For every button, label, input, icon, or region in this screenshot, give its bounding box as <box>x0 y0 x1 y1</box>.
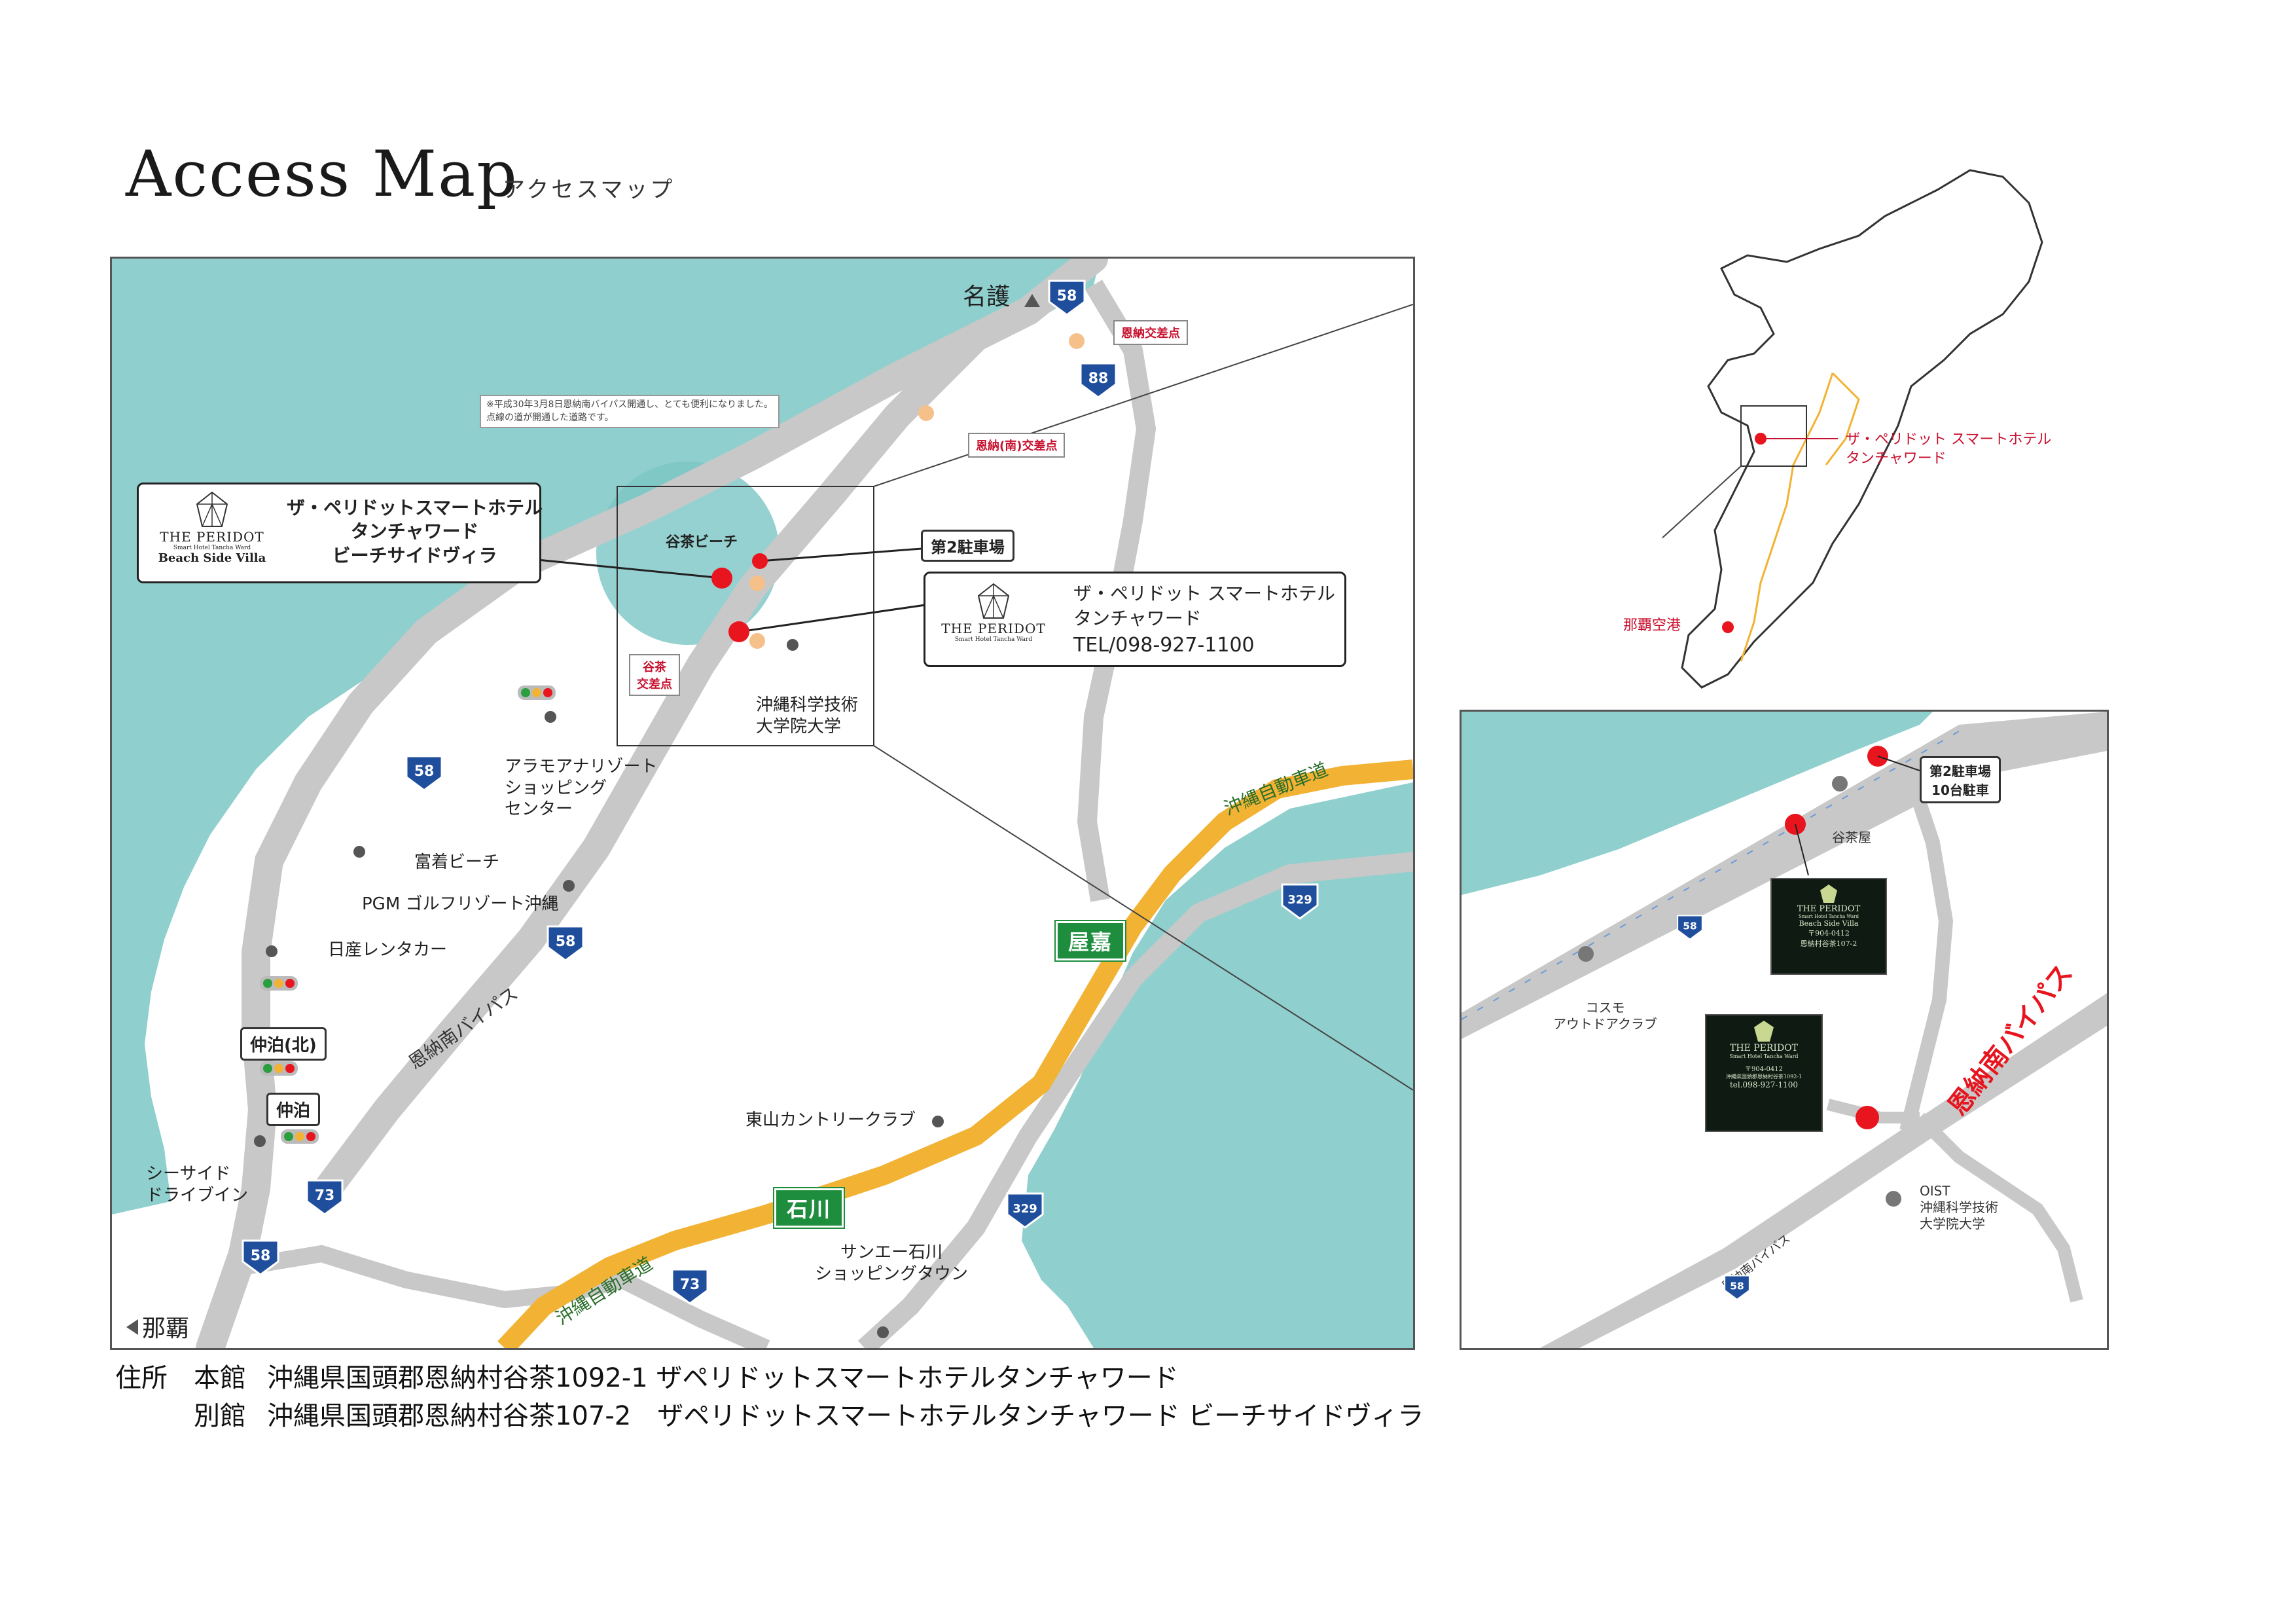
main-map[interactable]: 名護 那覇 谷茶ビーチ 沖縄科学技術 大学院大学 アラモアナリゾート ショッピン… <box>110 257 1415 1350</box>
sign-ishikawa: 石川 <box>772 1187 846 1229</box>
parking2-marker <box>752 553 768 569</box>
address-row-main: 住所 本館 沖縄県国頭郡恩納村谷茶1092-1 ザペリドットスマートホテルタンチ… <box>115 1359 1424 1397</box>
traffic-light-1 <box>518 685 556 700</box>
address-type: 別館 <box>194 1401 246 1431</box>
place-tancha-beach: 谷茶ビーチ <box>666 534 738 551</box>
main-hotel-card: THE PERIDOT Smart Hotel Tancha Ward 〒904… <box>1705 1014 1823 1132</box>
intersection-nakadomari-north: 仲泊(北) <box>240 1027 327 1061</box>
villa-marker <box>711 568 732 589</box>
peridot-logo: THE PERIDOT Smart Hotel Tancha Ward Beac… <box>153 491 271 565</box>
peridot-logo: THE PERIDOT Smart Hotel Tancha Ward <box>935 583 1052 643</box>
island-hotel-label: ザ・ペリドット スマートホテル タンチャワード <box>1846 431 2052 467</box>
place-pgm: PGM ゴルフリゾート沖縄 <box>362 894 559 914</box>
villa-callout[interactable]: THE PERIDOT Smart Hotel Tancha Ward Beac… <box>137 483 543 583</box>
main-hotel-tel: TEL/098-927-1100 <box>1073 634 1255 657</box>
place-nissan: 日産レンタカー <box>328 940 448 960</box>
route-73-shield: 73 <box>670 1267 710 1305</box>
place-aramoana: アラモアナリゾート ショッピング センター <box>505 757 658 819</box>
address-text: 沖縄県国頭郡恩納村谷茶1092-1 ザペリドットスマートホテルタンチャワード <box>267 1363 1179 1393</box>
address-type: 本館 <box>194 1363 246 1393</box>
detail-oist: OIST 沖縄科学技術 大学院大学 <box>1920 1183 1998 1231</box>
main-hotel-name: ザ・ペリドット スマートホテル タンチャワード <box>1073 583 1336 629</box>
peridot-gem-icon <box>1820 884 1837 903</box>
okinawa-island-map: ザ・ペリドット スマートホテル タンチャワード 那覇空港 <box>1623 164 2121 714</box>
traffic-light-4 <box>281 1129 319 1144</box>
intersection-tancha: 谷茶 交差点 <box>629 654 680 696</box>
detail-tanchaya: 谷茶屋 <box>1832 830 1871 845</box>
detail-route-58-shield: 58 <box>1723 1274 1751 1301</box>
place-sanei: サンエー石川 ショッピングタウン <box>815 1243 969 1284</box>
place-higashiyama: 東山カントリークラブ <box>745 1110 916 1130</box>
traffic-light-2 <box>260 976 298 991</box>
sea-east <box>1022 782 1413 1348</box>
intersection-nakadomari: 仲泊 <box>266 1093 321 1126</box>
peridot-gem-icon <box>977 583 1010 619</box>
place-oist: 沖縄科学技術 大学院大学 <box>756 695 859 737</box>
address-row-annex: 別館 沖縄県国頭郡恩納村谷茶107-2 ザペリドットスマートホテルタンチャワード… <box>115 1397 1424 1435</box>
page-title: Access Map <box>126 137 518 211</box>
island-airport-label: 那覇空港 <box>1623 617 1681 634</box>
traffic-light-3 <box>260 1061 298 1076</box>
page-subtitle: アクセスマップ <box>503 177 675 203</box>
route-58-shield: 58 <box>404 754 444 792</box>
route-73-shield: 73 <box>304 1178 345 1216</box>
bypass-note: ※平成30年3月8日恩納南バイパス開通し、とても便利になりました。 点線の道が開… <box>480 395 780 429</box>
peridot-gem-icon <box>1754 1021 1774 1042</box>
address-label: 住所 <box>115 1363 168 1393</box>
address-block: 住所 本館 沖縄県国頭郡恩納村谷茶1092-1 ザペリドットスマートホテルタンチ… <box>115 1359 1424 1435</box>
detail-route-58-shield: 58 <box>1676 914 1704 941</box>
address-text: 沖縄県国頭郡恩納村谷茶107-2 ザペリドットスマートホテルタンチャワード ビー… <box>267 1401 1424 1431</box>
main-hotel-marker <box>728 621 749 642</box>
place-seaside: シーサイド ドライブイン <box>146 1164 249 1205</box>
route-329-shield: 329 <box>1280 882 1320 920</box>
route-58-shield: 58 <box>545 924 586 962</box>
main-hotel-callout[interactable]: THE PERIDOT Smart Hotel Tancha Ward ザ・ペリ… <box>924 572 1346 667</box>
island-outline <box>1662 169 2043 689</box>
detail-parking-label: 第2駐車場 10台駐車 <box>1920 756 2001 803</box>
villa-card: THE PERIDOT Smart Hotel Tancha Ward Beac… <box>1770 878 1887 975</box>
place-fucchaku: 富着ビーチ <box>414 852 500 872</box>
route-88-shield: 88 <box>1078 361 1119 399</box>
route-58-shield: 58 <box>1047 278 1087 316</box>
villa-name: ザ・ペリドットスマートホテル タンチャワード ビーチサイドヴィラ <box>287 497 543 566</box>
route-329-shield: 329 <box>1005 1191 1045 1229</box>
peridot-gem-icon <box>196 491 228 527</box>
intersection-onna-minami: 恩納(南)交差点 <box>968 433 1066 458</box>
detail-cosmo: コスモ アウトドアクラブ <box>1553 1000 1657 1032</box>
sign-yaka: 屋嘉 <box>1054 920 1127 962</box>
detail-map[interactable]: 第2駐車場 10台駐車 谷茶屋 コスモ アウトドアクラブ OIST 沖縄科学技術… <box>1460 710 2109 1350</box>
parking2-label: 第2駐車場 <box>921 530 1014 562</box>
intersection-onna: 恩納交差点 <box>1113 320 1188 345</box>
route-58-shield: 58 <box>240 1238 281 1276</box>
place-naha: 那覇 <box>142 1315 190 1342</box>
place-nago: 名護 <box>963 283 1011 310</box>
